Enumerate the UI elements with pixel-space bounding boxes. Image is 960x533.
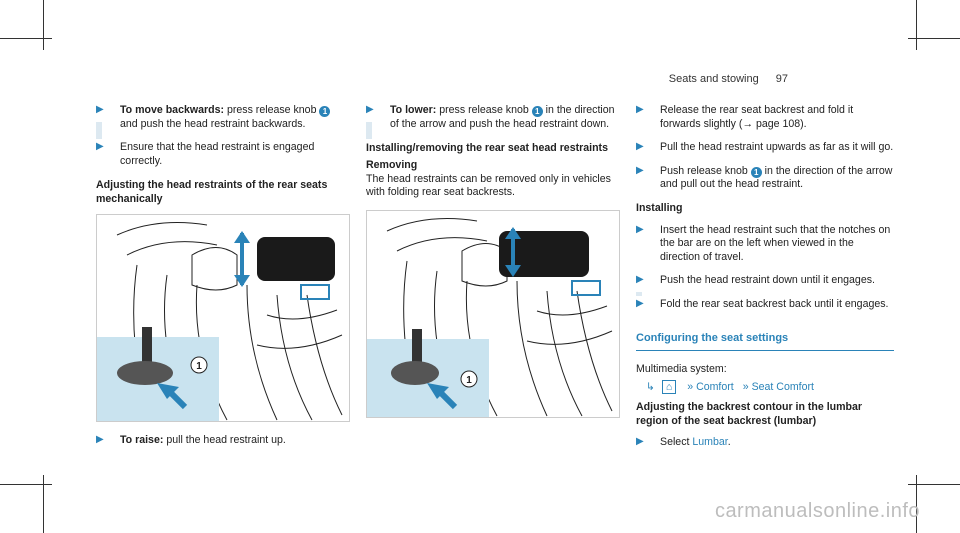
step-arrow-icon: ▶ xyxy=(636,297,644,309)
step-text: press release knob xyxy=(436,104,532,116)
column-3: ▶ Release the rear seat backrest and fol… xyxy=(636,104,894,460)
watermark: carmanualsonline.info xyxy=(714,500,920,522)
step-title: To raise: xyxy=(120,434,164,447)
section-title: Configuring the seat settings xyxy=(636,332,894,352)
callout-label: 1 xyxy=(466,375,472,386)
step-arrow-icon: ▶ xyxy=(636,274,644,286)
callout-badge: 1 xyxy=(531,106,543,117)
seat-illustration: 1 xyxy=(97,222,343,422)
crop-mark xyxy=(908,484,960,485)
step-arrow-icon: ▶ xyxy=(636,164,644,176)
step-text: Select xyxy=(660,436,693,449)
step-release-backrest: ▶ Release the rear seat backrest and fol… xyxy=(636,104,894,131)
step-fold-back: ▶ Fold the rear seat backrest back until… xyxy=(636,298,894,312)
callout-badge: 1 xyxy=(750,166,762,178)
step-text: Release the rear seat backrest and fold … xyxy=(660,104,854,130)
section-name: Seats and stowing xyxy=(668,73,759,85)
crop-mark xyxy=(43,0,44,50)
step-text: pull the head restraint up. xyxy=(163,434,286,447)
column-2: ▶ To lower: press release knob 1 in the … xyxy=(366,104,621,418)
step-text: and push the head restraint backwards. xyxy=(120,117,306,130)
lumbar-menu-item: Lumbar xyxy=(692,436,728,449)
step-arrow-icon: ▶ xyxy=(96,141,104,153)
crop-mark xyxy=(916,475,917,533)
step-bar xyxy=(366,122,372,140)
crop-mark xyxy=(908,38,960,39)
home-icon: ⌂ xyxy=(661,379,677,394)
heading-lumbar: Adjusting the backrest contour in the lu… xyxy=(636,401,863,428)
step-arrow-icon: ▶ xyxy=(636,436,644,448)
crop-mark xyxy=(0,38,52,39)
body-text: The head restraints can be removed only … xyxy=(366,172,611,199)
step-move-backwards: ▶ To move backwards: press release knob … xyxy=(96,104,351,140)
step-arrow-icon: ▶ xyxy=(366,104,374,115)
step-text: Ensure that the head restraint is engage… xyxy=(120,141,315,167)
step-text: Insert the head restraint such that the … xyxy=(660,223,891,263)
step-text: in the direction of the arrow and push t… xyxy=(390,104,615,130)
step-text: Pull the head restraint upwards as far a… xyxy=(660,141,894,154)
menu-path: ↳ ⌂ » Comfort » Seat Comfort xyxy=(646,379,894,395)
figure-head-restraint-raise: 1 xyxy=(96,214,350,423)
head-restraint-shape xyxy=(257,237,335,282)
step-raise: ▶ To raise: pull the head restraint up. xyxy=(96,434,351,448)
step-text: in the direction of the arrow and pull o… xyxy=(660,164,893,191)
step-text: . xyxy=(727,436,731,449)
step-push-down: ▶ Push the head restraint down until it … xyxy=(636,274,894,296)
heading-adjusting-rear: Adjusting the head restraints of the rea… xyxy=(96,179,328,206)
running-header: Seats and stowing 97 xyxy=(669,73,788,85)
seat-illustration: 1 xyxy=(367,218,613,417)
step-text: Push the head restraint down until it en… xyxy=(660,274,875,287)
step-text: Push release knob xyxy=(660,164,751,177)
subheading-installing: Installing xyxy=(636,201,683,214)
step-insert: ▶ Insert the head restraint such that th… xyxy=(636,224,894,265)
step-arrow-icon: ▶ xyxy=(636,104,644,115)
heading-installing-removing: Installing/removing the rear seat head r… xyxy=(366,142,608,155)
step-bar xyxy=(96,122,102,140)
double-chevron-icon: » xyxy=(687,380,694,393)
step-arrow-icon: ▶ xyxy=(96,434,104,446)
callout-badge: 1 xyxy=(319,106,331,117)
crop-mark xyxy=(0,484,52,485)
menu-comfort: Comfort xyxy=(696,380,734,393)
step-arrow-icon: ▶ xyxy=(636,141,644,153)
multimedia-label: Multimedia system: xyxy=(636,363,727,376)
step-select-lumbar: ▶ Select Lumbar. xyxy=(636,436,894,450)
double-chevron-icon: » xyxy=(742,380,749,393)
callout-label: 1 xyxy=(196,361,202,372)
step-pull-up: ▶ Pull the head restraint upwards as far… xyxy=(636,141,894,155)
column-1: ▶ To move backwards: press release knob … xyxy=(96,104,351,458)
figure-head-restraint-lower: 1 xyxy=(366,209,620,418)
page-number: 97 xyxy=(775,73,788,85)
menu-seat-comfort: Seat Comfort xyxy=(751,380,814,393)
step-ensure-engaged: ▶ Ensure that the head restraint is enga… xyxy=(96,141,351,168)
step-bar xyxy=(636,292,642,296)
step-text: Fold the rear seat backrest back until i… xyxy=(660,297,889,310)
head-restraint-shape xyxy=(499,230,589,277)
step-arrow-icon: ▶ xyxy=(96,104,104,115)
step-title: To move backwards: xyxy=(120,104,225,116)
crop-mark xyxy=(916,0,917,50)
step-arrow-icon: ▶ xyxy=(636,223,644,235)
crop-mark xyxy=(43,475,44,533)
return-arrow-icon: ↳ xyxy=(646,380,655,393)
step-text: press release knob xyxy=(224,104,320,116)
step-lower: ▶ To lower: press release knob 1 in the … xyxy=(366,104,621,140)
subheading-removing: Removing xyxy=(366,159,418,172)
step-push-knob: ▶ Push release knob 1 in the direction o… xyxy=(636,165,894,192)
step-title: To lower: xyxy=(390,104,437,116)
